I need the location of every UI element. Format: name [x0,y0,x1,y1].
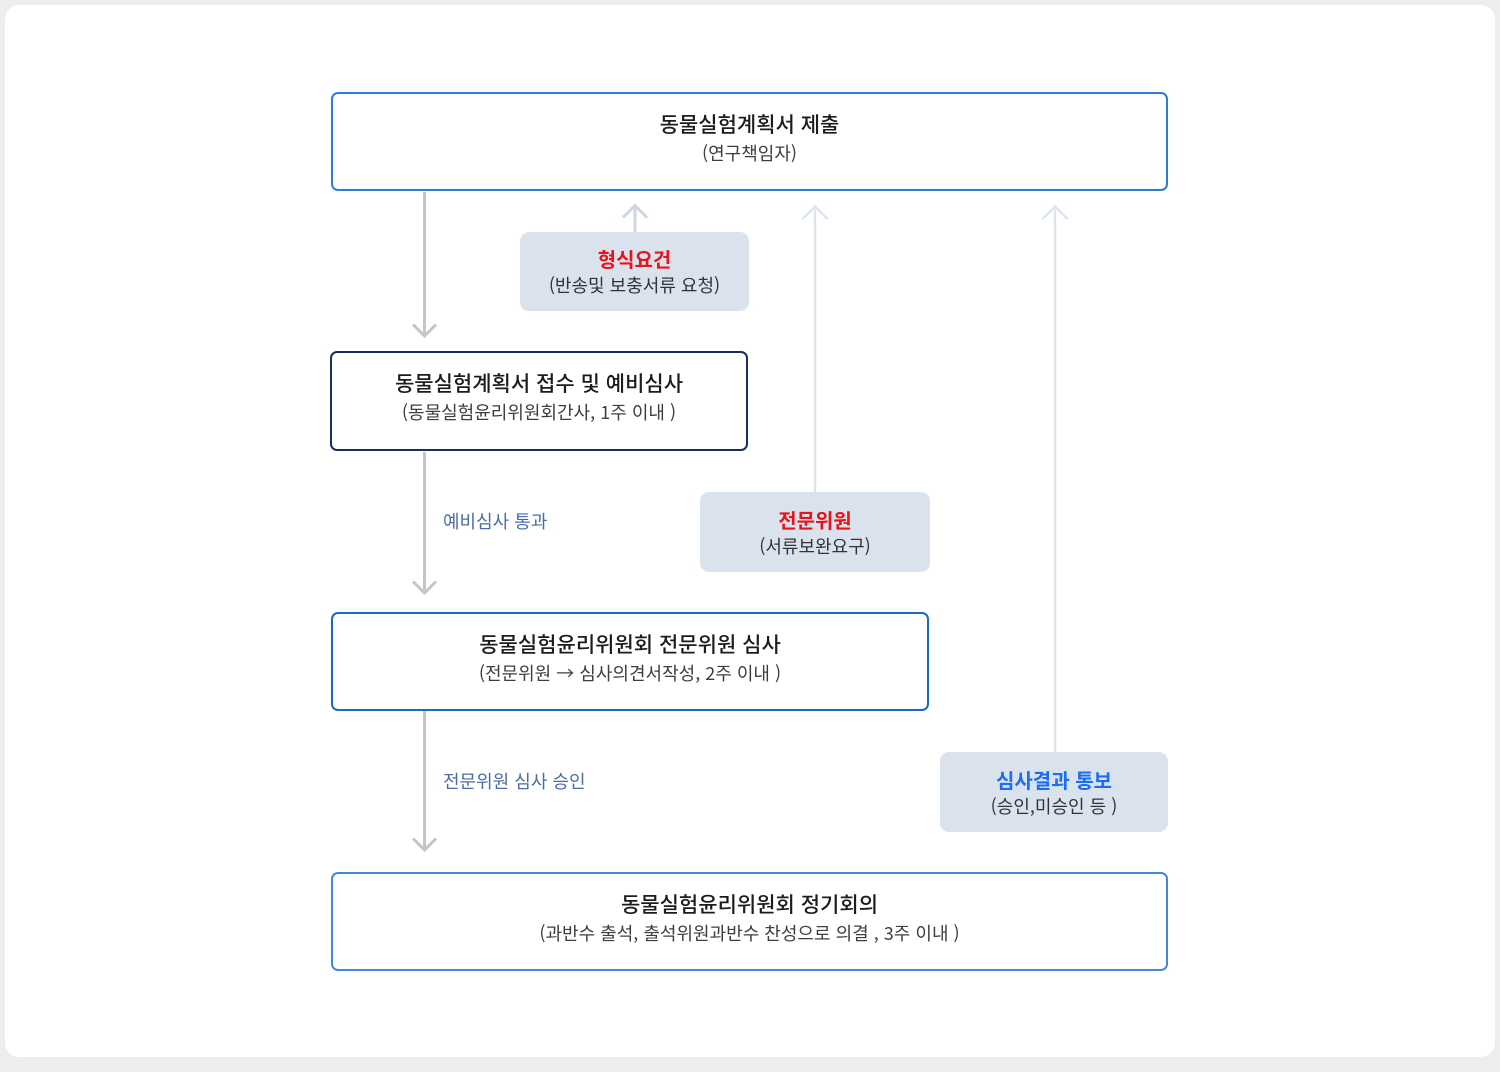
edge-label-expert-approval: 전문위원 심사 승인 [443,768,586,794]
node-receipt-title: 동물실험계획서 접수 및 예비심사 [394,368,684,398]
node-expert-review: 동물실험윤리위원회 전문위원 심사 (전문위원 → 심사의견서작성, 2주 이내… [331,612,929,711]
note-result-notice-subtitle: (승인,미승인 등 ) [990,792,1118,819]
note-expert-member-title: 전문위원 [778,504,852,534]
note-result-notice-title: 심사결과 통보 [996,764,1112,794]
node-expert-review-subtitle: (전문위원 → 심사의견서작성, 2주 이내 ) [478,659,782,686]
node-meeting-subtitle: (과반수 출석, 출석위원과반수 찬성으로 의결 , 3주 이내 ) [539,919,960,946]
edge-label-preliminary-pass: 예비심사 통과 [443,508,548,534]
note-expert-member-subtitle: (서류보완요구) [759,532,871,559]
note-formal-requirements: 형식요건 (반송및 보충서류 요청) [520,232,749,311]
node-receipt: 동물실험계획서 접수 및 예비심사 (동물실험윤리위원회간사, 1주 이내 ) [330,351,748,451]
node-meeting: 동물실험윤리위원회 정기회의 (과반수 출석, 출석위원과반수 찬성으로 의결 … [331,872,1168,971]
node-submit-subtitle: (연구책임자) [702,139,797,166]
node-expert-review-title: 동물실험윤리위원회 전문위원 심사 [479,628,781,659]
note-expert-member: 전문위원 (서류보완요구) [700,492,930,572]
node-submit-title: 동물실험계획서 제출 [659,108,840,139]
node-submit: 동물실험계획서 제출 (연구책임자) [331,92,1168,191]
node-meeting-title: 동물실험윤리위원회 정기회의 [620,888,879,919]
node-receipt-subtitle: (동물실험윤리위원회간사, 1주 이내 ) [401,399,677,425]
note-formal-requirements-subtitle: (반송및 보충서류 요청) [548,272,721,298]
note-formal-requirements-title: 형식요건 [597,244,672,273]
note-result-notice: 심사결과 통보 (승인,미승인 등 ) [940,752,1168,832]
